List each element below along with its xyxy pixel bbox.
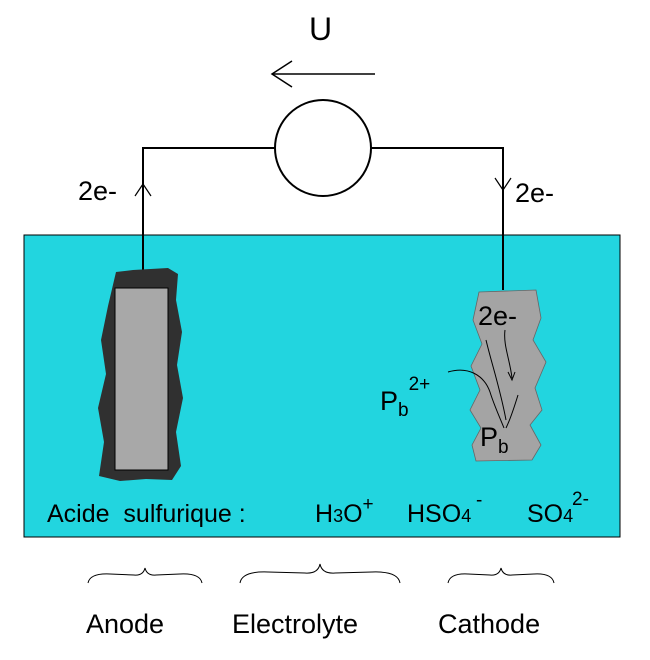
electrolyte-name: Acide sulfurique :: [47, 500, 246, 528]
lead-ion-label: Pb2+: [380, 374, 430, 421]
lead-metal-label: Pb: [480, 422, 509, 458]
hydrogen-sulfate-charge: -: [476, 490, 482, 511]
current-arrow: [270, 60, 375, 88]
hydronium-ion: H3O+: [315, 494, 374, 528]
cathode-plate: [469, 289, 547, 462]
svg-text:Pb2+: Pb2+: [380, 374, 430, 421]
voltage-label: U: [309, 11, 332, 47]
hydrogen-sulfate-ion: HSO4: [407, 500, 471, 528]
voltage-source: [274, 99, 372, 197]
right-electrons-label: 2e-: [515, 178, 554, 208]
left-electron-arrow: [134, 182, 152, 197]
cathode-electron-paths: [447, 329, 519, 429]
anode-label: Anode: [86, 609, 164, 639]
electrolyte-brace: [239, 563, 401, 584]
right-electron-arrow: [494, 177, 512, 192]
left-electrons-label: 2e-: [78, 176, 117, 206]
cathode-brace: [447, 567, 555, 584]
sulfate-charge: 2-: [572, 489, 589, 510]
anode-brace: [87, 567, 203, 584]
svg-text:Pb: Pb: [480, 422, 509, 458]
cathode-electrons-label: 2e-: [478, 301, 517, 331]
cathode-label: Cathode: [438, 609, 540, 639]
electrolyte-label: Electrolyte: [232, 609, 358, 639]
anode-plate: [114, 287, 169, 471]
sulfate-ion: SO4: [527, 500, 573, 528]
